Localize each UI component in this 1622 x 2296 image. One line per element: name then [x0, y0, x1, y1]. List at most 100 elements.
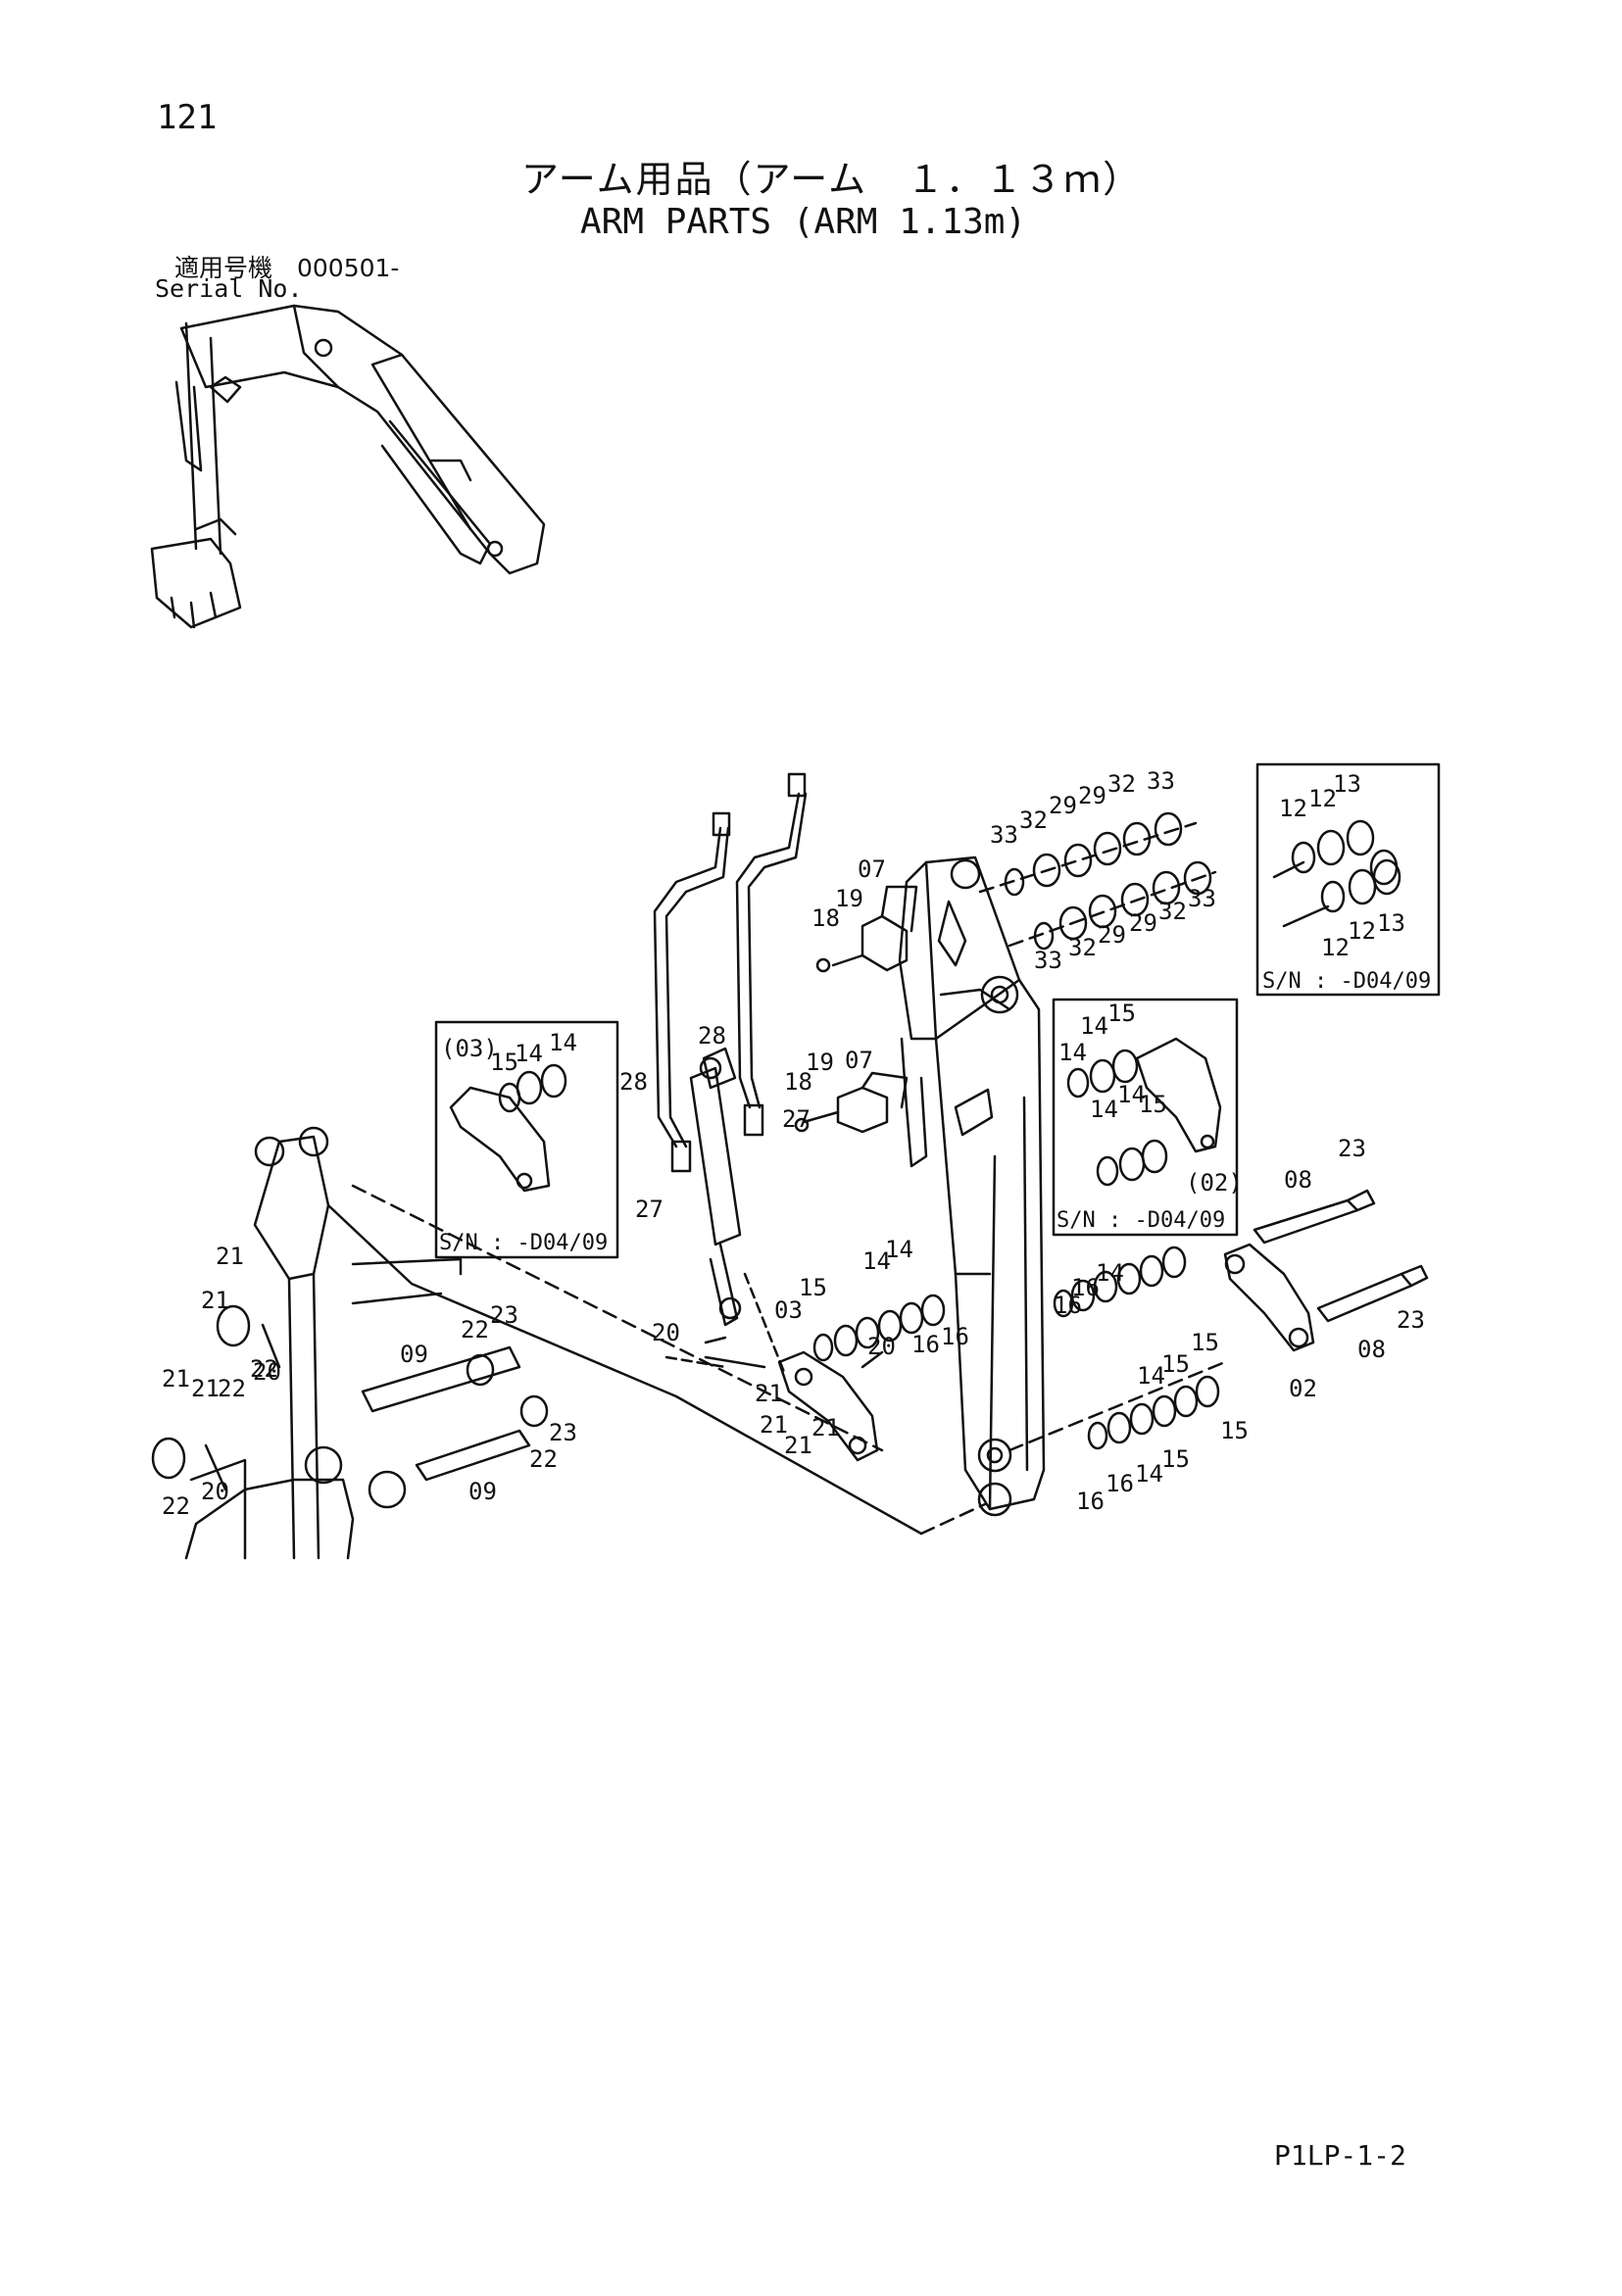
link-and-pins-right [1223, 1189, 1429, 1352]
page-number: 121 [157, 98, 218, 137]
callout: 09 [400, 1341, 428, 1368]
callout: 18 [811, 904, 840, 932]
callout: 21 [755, 1380, 783, 1407]
callout: 33 [1147, 767, 1175, 795]
page-code: P1LP-1-2 [1274, 2139, 1406, 2172]
inset-box-washers [1255, 762, 1441, 997]
callout: 15 [1107, 1000, 1136, 1027]
inset-ref-middle: (02) [1186, 1169, 1243, 1197]
callout: 20 [867, 1333, 896, 1360]
callout: 20 [652, 1319, 680, 1346]
callout: 14 [1080, 1012, 1108, 1040]
callout: 22 [218, 1375, 246, 1402]
callout: 22 [529, 1445, 558, 1473]
callout: 27 [782, 1105, 811, 1133]
callout: 15 [1139, 1091, 1167, 1118]
serial-number-label-english: Serial No. [155, 274, 303, 303]
callout: 21 [216, 1243, 244, 1270]
callout: 14 [1137, 1362, 1165, 1390]
callout: 12 [1279, 795, 1307, 822]
callout: 29 [1049, 792, 1077, 819]
callout: 19 [806, 1049, 834, 1076]
callout: 15 [799, 1274, 827, 1301]
callout: 12 [1348, 917, 1376, 945]
callout: 32 [1019, 806, 1048, 834]
callout: 21 [784, 1432, 812, 1459]
callout: 02 [1289, 1375, 1317, 1402]
callout: 21 [191, 1375, 220, 1402]
callout: 07 [858, 855, 886, 883]
serial-number-label-japanese: 適用号機 000501- [174, 254, 400, 282]
callout: 13 [1333, 770, 1361, 798]
callout: 21 [760, 1411, 788, 1439]
callout: 09 [468, 1478, 497, 1505]
callout: 15 [490, 1049, 518, 1076]
callout: 15 [1191, 1329, 1219, 1356]
callout: 14 [862, 1247, 891, 1275]
callout: 08 [1357, 1336, 1386, 1363]
callout: 12 [1321, 934, 1350, 961]
arm-body [898, 855, 1046, 1517]
callout: 08 [1284, 1166, 1312, 1194]
callout: 20 [253, 1358, 281, 1386]
callout: 14 [1117, 1081, 1146, 1108]
page-title-english: ARM PARTS (ARM 1.13m) [580, 202, 1027, 242]
inset-box-link [1052, 998, 1239, 1237]
callout: 27 [635, 1196, 664, 1223]
callout: 33 [990, 821, 1018, 849]
callout: 16 [1054, 1292, 1082, 1319]
inset-caption-middle: S/N : -D04/09 [1057, 1208, 1225, 1233]
callout: 20 [201, 1478, 229, 1505]
callout: 33 [1188, 885, 1216, 912]
callout: 21 [201, 1287, 229, 1314]
hydraulic-hoses [653, 772, 808, 1173]
callout: 13 [1377, 909, 1405, 937]
inset-ref-left: (03) [441, 1035, 498, 1062]
callout: 14 [885, 1236, 913, 1263]
pin-assemblies [794, 885, 918, 1134]
callout: 23 [490, 1301, 518, 1329]
callout: 14 [1090, 1096, 1118, 1123]
callout: 28 [698, 1022, 726, 1050]
callout: 14 [1096, 1259, 1124, 1287]
callout: 16 [1071, 1274, 1100, 1301]
center-link-assembly [704, 1294, 946, 1462]
inset-caption-topright: S/N : -D04/09 [1262, 969, 1431, 994]
callout: 32 [1158, 898, 1187, 925]
callout: 14 [549, 1029, 577, 1056]
callout: 29 [1098, 921, 1126, 949]
callout: 23 [549, 1419, 577, 1446]
excavator-thumbnail-illustration [150, 304, 546, 629]
callout: 22 [461, 1316, 489, 1343]
callout: 29 [1078, 782, 1106, 809]
callout: 07 [845, 1047, 873, 1074]
callout: 03 [774, 1296, 803, 1324]
callout: 16 [911, 1331, 940, 1358]
callout: 14 [1135, 1460, 1163, 1488]
callout: 12 [1308, 785, 1337, 812]
callout: 32 [1107, 770, 1136, 798]
callout: 15 [1161, 1445, 1190, 1473]
callout: 14 [515, 1040, 543, 1067]
washer-stack-lower [1008, 1246, 1227, 1452]
washer-stack-upper [978, 811, 1217, 951]
bucket-cylinder [689, 1047, 742, 1327]
callout: 16 [1106, 1470, 1134, 1497]
callout: 33 [1034, 947, 1062, 974]
inset-caption-left: S/N : -D04/09 [439, 1231, 608, 1255]
callout: 18 [784, 1068, 812, 1096]
callout: 15 [1161, 1350, 1190, 1378]
callout: 22 [250, 1355, 278, 1383]
callout: 23 [1397, 1306, 1425, 1334]
callout: 14 [1058, 1039, 1087, 1066]
callout: 23 [1338, 1135, 1366, 1162]
boom-end-assembly [151, 1126, 987, 1560]
inset-box-link-03 [434, 1020, 619, 1259]
part-callouts: 33 32 29 29 32 33 33 32 29 29 32 33 07 1… [162, 767, 1425, 1520]
callout: 21 [811, 1414, 840, 1441]
callout: 16 [1076, 1488, 1105, 1515]
callout: 19 [835, 885, 863, 912]
callout: 32 [1068, 934, 1097, 961]
page-title-japanese: アーム用品（アーム １．１３ｍ） [521, 158, 1143, 201]
callout: 21 [162, 1365, 190, 1392]
